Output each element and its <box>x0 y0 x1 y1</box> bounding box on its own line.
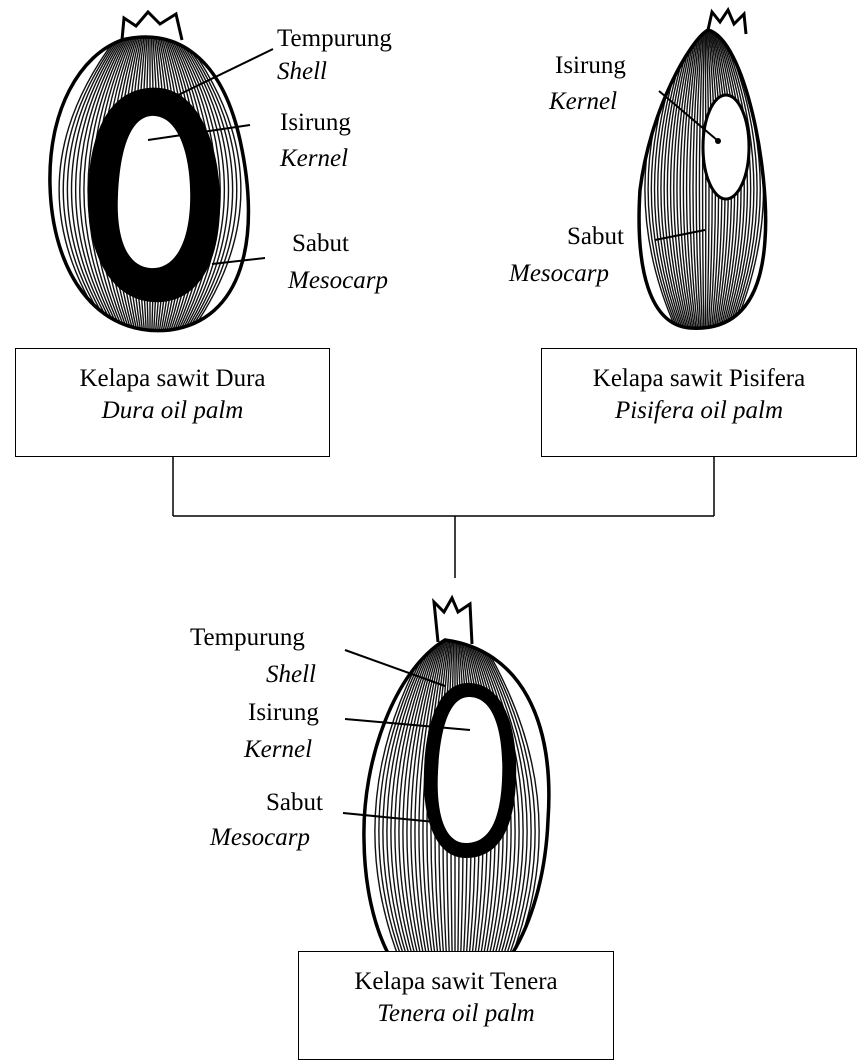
dura-shell-label-en: Shell <box>277 56 327 87</box>
pisifera-mesocarp-label-en: Mesocarp <box>509 258 609 289</box>
dura-kernel-label: Isirung <box>280 107 351 138</box>
dura-kernel-label-en: Kernel <box>280 143 348 174</box>
tenera-mesocarp-label-en: Mesocarp <box>210 822 310 853</box>
tenera-shell-label-en: Shell <box>266 659 316 690</box>
dura-fruit-illustration <box>40 12 273 350</box>
tenera-stalk <box>434 598 472 644</box>
pisifera-fruit-illustration <box>630 10 780 340</box>
dura-box-subtitle: Dura oil palm <box>16 395 329 427</box>
pisifera-box: Kelapa sawit Pisifera Pisifera oil palm <box>541 348 857 457</box>
fibre-line <box>705 28 706 335</box>
pisifera-kernel-label: Isirung <box>555 50 626 81</box>
pisifera-box-subtitle: Pisifera oil palm <box>542 395 856 427</box>
dura-mesocarp-label: Sabut <box>292 228 349 259</box>
dura-shell-label: Tempurung <box>277 23 392 54</box>
pisifera-kernel <box>703 95 749 199</box>
pisifera-mesocarp-label: Sabut <box>567 221 624 252</box>
tenera-box-title: Kelapa sawit Tenera <box>299 966 613 998</box>
pisifera-box-title: Kelapa sawit Pisifera <box>542 363 856 395</box>
tenera-box-subtitle: Tenera oil palm <box>299 998 613 1030</box>
tenera-kernel <box>438 697 503 843</box>
dura-mesocarp-label-en: Mesocarp <box>288 265 388 296</box>
pisifera-stalk <box>708 10 746 34</box>
cross-connector <box>173 456 714 578</box>
tenera-mesocarp-label: Sabut <box>266 787 323 818</box>
dura-box-title: Kelapa sawit Dura <box>16 363 329 395</box>
tenera-shell-label: Tempurung <box>190 622 305 653</box>
tenera-kernel-label: Isirung <box>248 697 319 728</box>
pisifera-kernel-label-en: Kernel <box>549 86 617 117</box>
dura-box: Kelapa sawit Dura Dura oil palm <box>15 348 330 457</box>
pisifera-mesocarp-fibres <box>630 20 780 340</box>
tenera-fruit-illustration <box>343 598 555 1010</box>
tenera-kernel-label-en: Kernel <box>244 734 312 765</box>
tenera-box: Kelapa sawit Tenera Tenera oil palm <box>298 951 614 1060</box>
